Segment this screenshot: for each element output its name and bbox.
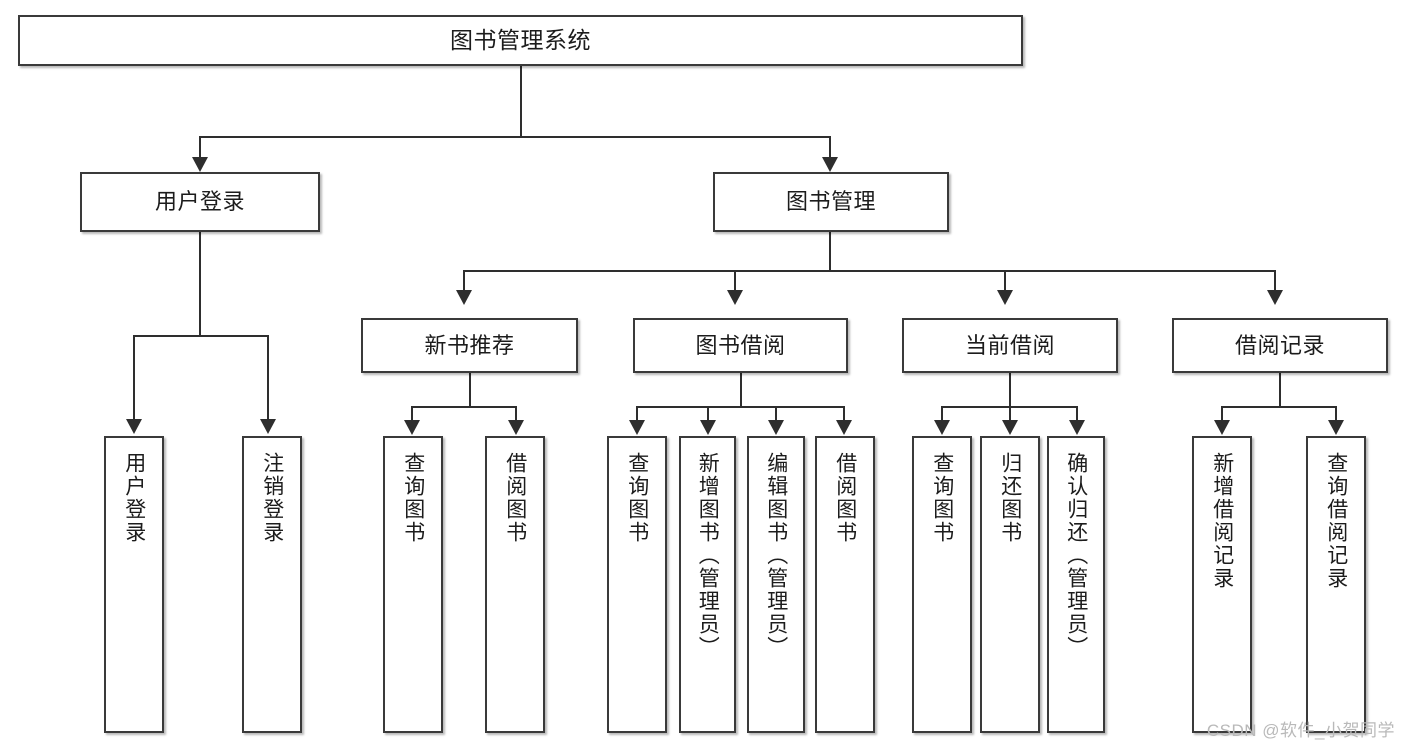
connector-record-bus [1221,406,1337,408]
leaf-logout-label: 注销登录 [260,452,284,544]
node-book-borrow[interactable]: 图书借阅 [633,318,848,373]
connector-record-to-leaf12 [1221,406,1223,422]
arrow-newbook-to-leaf3 [404,420,420,435]
connector-newbook-to-leaf4 [515,406,517,422]
connector-borrow-to-leaf8 [843,406,845,422]
arrow-root-to-login [192,157,208,172]
leaf-borrow-book-newbook[interactable]: 借阅图书 [485,436,545,733]
leaf-add-borrow-record[interactable]: 新增借阅记录 [1192,436,1252,733]
connector-borrow-to-leaf6 [707,406,709,422]
connector-bookmgmt-to-current [1004,270,1006,291]
connector-bookmgmt-to-record [1274,270,1276,291]
arrow-record-to-leaf12 [1214,420,1230,435]
leaf-query-book-borrow[interactable]: 查询图书 [607,436,667,733]
arrow-newbook-to-leaf4 [508,420,524,435]
leaf-query-borrow-record[interactable]: 查询借阅记录 [1306,436,1366,733]
arrow-bookmgmt-to-current [997,290,1013,305]
connector-borrow-to-leaf5 [636,406,638,422]
leaf-return-book[interactable]: 归还图书 [980,436,1040,733]
connector-current-to-leaf11 [1076,406,1078,422]
arrow-borrow-to-leaf8 [836,420,852,435]
connector-bookmgmt-to-newbook [463,270,465,291]
node-current-borrow[interactable]: 当前借阅 [902,318,1118,373]
leaf-query-borrow-record-label: 查询借阅记录 [1324,452,1348,590]
leaf-confirm-return-admin-label: 确认归还（管理员） [1064,452,1088,659]
connector-root-stem [520,66,522,137]
leaf-borrow-book-label: 借阅图书 [833,452,857,544]
leaf-query-book-current-label: 查询图书 [930,452,954,544]
leaf-return-book-label: 归还图书 [998,452,1022,544]
arrow-bookmgmt-to-borrow [727,290,743,305]
csdn-watermark: CSDN @软件_小贺同学 [1206,721,1395,740]
connector-borrow-to-leaf7 [775,406,777,422]
leaf-logout[interactable]: 注销登录 [242,436,302,733]
leaf-add-book-admin[interactable]: 新增图书（管理员） [679,436,736,733]
leaf-add-borrow-record-label: 新增借阅记录 [1210,452,1234,590]
connector-login-bus [133,335,269,337]
connector-bookmgmt-stem [829,232,831,271]
node-book-borrow-label: 图书借阅 [695,332,786,358]
node-root[interactable]: 图书管理系统 [18,15,1023,66]
connector-borrow-bus [636,406,845,408]
leaf-borrow-book[interactable]: 借阅图书 [815,436,875,733]
leaf-query-book-borrow-label: 查询图书 [625,452,649,544]
connector-newbook-to-leaf3 [411,406,413,422]
connector-current-to-leaf10 [1009,406,1011,422]
arrow-borrow-to-leaf7 [768,420,784,435]
node-new-book-recommend-label: 新书推荐 [424,332,515,358]
arrow-current-to-leaf11 [1069,420,1085,435]
arrow-borrow-to-leaf5 [629,420,645,435]
arrow-bookmgmt-to-record [1267,290,1283,305]
arrow-borrow-to-leaf6 [700,420,716,435]
arrow-login-to-leaf2 [260,419,276,434]
leaf-borrow-book-newbook-label: 借阅图书 [503,452,527,544]
connector-root-to-bookmgmt [829,136,831,158]
node-new-book-recommend[interactable]: 新书推荐 [361,318,578,373]
node-book-management-label: 图书管理 [785,189,876,215]
connector-bookmgmt-to-borrow [734,270,736,291]
connector-login-stem [199,232,201,336]
leaf-confirm-return-admin[interactable]: 确认归还（管理员） [1047,436,1105,733]
node-borrow-record-label: 借阅记录 [1234,332,1325,358]
arrow-bookmgmt-to-newbook [456,290,472,305]
connector-record-stem [1279,373,1281,407]
connector-record-to-leaf13 [1335,406,1337,422]
arrow-current-to-leaf10 [1002,420,1018,435]
leaf-edit-book-admin-label: 编辑图书（管理员） [764,452,788,659]
connector-login-to-leaf1 [133,335,135,421]
connector-current-to-leaf9 [941,406,943,422]
node-user-login[interactable]: 用户登录 [80,172,320,232]
node-user-login-label: 用户登录 [154,189,245,215]
connector-login-to-leaf2 [267,335,269,421]
arrow-current-to-leaf9 [934,420,950,435]
leaf-query-book-newbook-label: 查询图书 [401,452,425,544]
connector-root-bus [199,136,831,138]
connector-bookmgmt-bus [463,270,1276,272]
connector-borrow-stem [740,373,742,407]
leaf-user-login-label: 用户登录 [122,452,146,544]
connector-newbook-stem [469,373,471,407]
connector-newbook-bus [411,406,517,408]
node-current-borrow-label: 当前借阅 [964,332,1055,358]
leaf-add-book-admin-label: 新增图书（管理员） [696,452,720,659]
arrow-record-to-leaf13 [1328,420,1344,435]
leaf-query-book-current[interactable]: 查询图书 [912,436,972,733]
leaf-query-book-newbook[interactable]: 查询图书 [383,436,443,733]
node-borrow-record[interactable]: 借阅记录 [1172,318,1388,373]
connector-current-stem [1009,373,1011,407]
arrow-root-to-bookmgmt [822,157,838,172]
leaf-user-login[interactable]: 用户登录 [104,436,164,733]
connector-root-to-login [199,136,201,158]
node-root-label: 图书管理系统 [450,26,591,53]
arrow-login-to-leaf1 [126,419,142,434]
node-book-management[interactable]: 图书管理 [713,172,949,232]
leaf-edit-book-admin[interactable]: 编辑图书（管理员） [747,436,805,733]
